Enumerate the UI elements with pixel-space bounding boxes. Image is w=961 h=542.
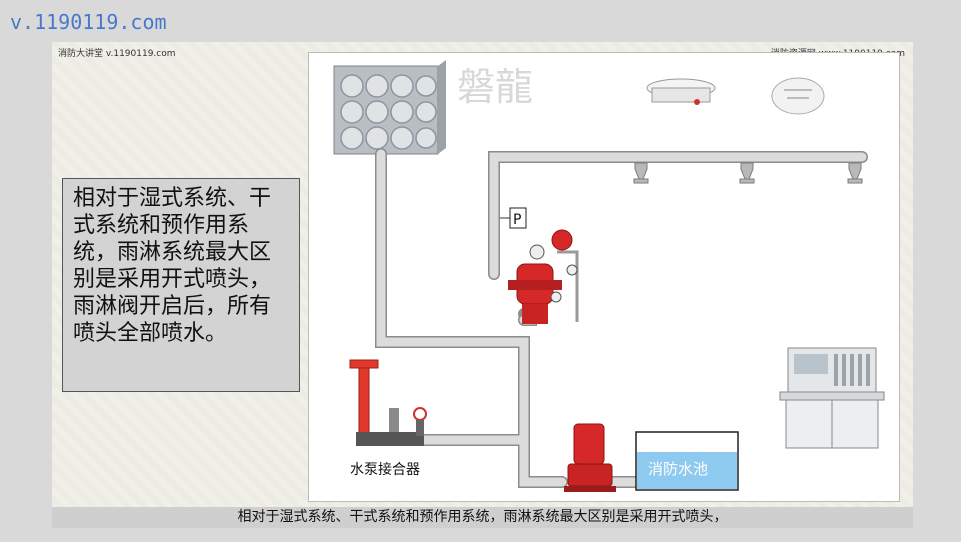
deluge-valve (508, 229, 579, 324)
subtitle-caption: 相对于湿式系统、干式系统和预作用系统，雨淋系统最大区别是采用开式喷头， (52, 507, 913, 528)
water-tank (333, 60, 446, 155)
pressure-switch: P (500, 207, 527, 229)
pump-connector-label: 水泵接合器 (350, 461, 420, 478)
slide: 消防大讲堂 v.1190119.com 消防资源网 www.1190119.co… (52, 42, 913, 528)
open-sprinkler-heads (633, 162, 863, 184)
fire-water-pool: 消防水池 (635, 431, 739, 491)
description-box: 相对于湿式系统、干式系统和预作用系统，雨淋系统最大区别是采用开式喷头，雨淋阀开启… (62, 178, 300, 392)
pool-label: 消防水池 (648, 460, 708, 478)
logo-watermark: 磐龍 (457, 65, 533, 109)
fire-control-panel (779, 347, 885, 449)
heat-detector-icon (771, 77, 825, 115)
deluge-system-diagram: 磐龍 (333, 60, 885, 492)
smoke-detector-icon (646, 78, 716, 105)
description-text: 相对于湿式系统、干式系统和预作用系统，雨淋系统最大区别是采用开式喷头，雨淋阀开启… (73, 186, 272, 346)
pump-connector: 水泵接合器 (349, 359, 427, 478)
site-url: v.1190119.com (10, 10, 167, 34)
slide-header-left: 消防大讲堂 v.1190119.com (58, 49, 176, 59)
fire-pump (564, 423, 616, 492)
pressure-switch-label: P (513, 212, 521, 228)
